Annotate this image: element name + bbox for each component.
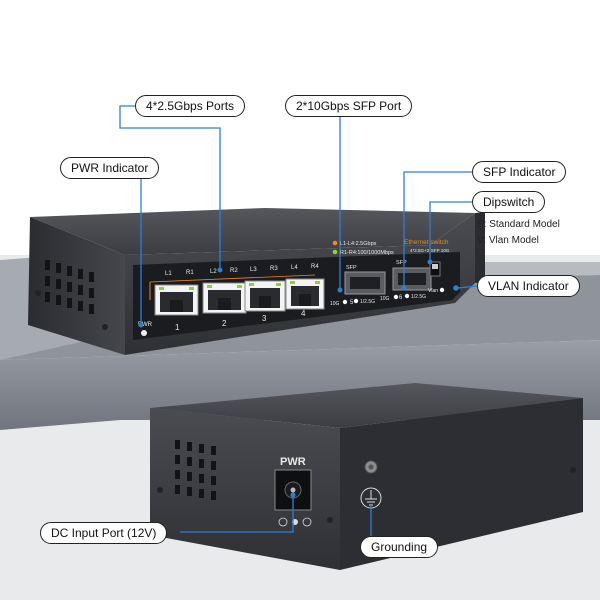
port-label-r1: R1 — [186, 270, 194, 276]
callout-dipswitch: Dipswitch — [472, 191, 546, 213]
callout-sfp-indicator: SFP Indicator — [472, 161, 567, 183]
port-label-r4: R4 — [311, 264, 319, 270]
sfp-port-2[interactable] — [392, 267, 432, 291]
speed-label-port5: 5 — [350, 300, 354, 306]
pwr-led — [141, 330, 147, 336]
port-number-4: 4 — [301, 309, 306, 318]
rear-vent-grill — [175, 440, 216, 500]
rj45-port-3[interactable] — [244, 280, 286, 312]
callout-2-5g-ports: 4*2.5Gbps Ports — [135, 95, 246, 117]
port-label-r3: R3 — [270, 266, 278, 272]
mode-note-standard: S: Standard Model — [477, 219, 560, 230]
side-vent-grill — [45, 260, 94, 314]
sfp-label-2: SFP — [396, 260, 407, 266]
grounding-screw[interactable] — [364, 460, 378, 474]
port-label-l2: L2 — [210, 269, 217, 275]
speed-label-10g-2: 10G — [380, 296, 390, 302]
rear-pwr-label: PWR — [280, 456, 306, 468]
port-number-3: 3 — [262, 314, 267, 323]
switch-rear-unit: PWR — [150, 383, 583, 570]
brand-text: Ethernet switch — [404, 239, 449, 246]
speed-label-port6: 6 — [399, 295, 403, 301]
speed-label-10g-1: 10G — [330, 301, 340, 307]
rj45-port-2[interactable] — [202, 282, 247, 314]
port-label-l4: L4 — [291, 265, 298, 271]
sfp-label-1: SFP — [346, 265, 357, 271]
port-number-1: 1 — [175, 323, 180, 332]
port-label-l3: L3 — [250, 267, 257, 273]
speed-label-25g-2: 1/2.5G — [411, 294, 426, 300]
leader-dots — [138, 259, 433, 498]
vlan-led-label: Vlan — [428, 288, 438, 294]
pwr-led-label: PWR — [138, 322, 153, 328]
callout-sfp-port: 2*10Gbps SFP Port — [285, 95, 413, 117]
legend-l-ports: L1-L4:2.5Gbps — [340, 241, 377, 247]
port-number-2: 2 — [222, 319, 227, 328]
speed-label-25g-1: 1/2.5G — [360, 299, 375, 305]
callout-grounding: Grounding — [360, 536, 439, 558]
vlan-led — [439, 287, 445, 293]
port-label-r2: R2 — [230, 268, 238, 274]
mode-note-vlan: V: Vlan Model — [477, 235, 539, 246]
legend-r-ports: R1-R4:100/1000Mbps — [340, 250, 394, 256]
sfp-port-1[interactable] — [344, 271, 386, 295]
rj45-port-1[interactable] — [154, 284, 199, 316]
callout-dc-input: DC Input Port (12V) — [40, 522, 168, 544]
dipswitch[interactable] — [429, 261, 441, 277]
rj45-port-4[interactable] — [285, 278, 325, 310]
callout-pwr-indicator: PWR Indicator — [60, 157, 160, 179]
port-label-l1: L1 — [165, 271, 172, 277]
callout-vlan-indicator: VLAN Indicator — [477, 275, 580, 297]
